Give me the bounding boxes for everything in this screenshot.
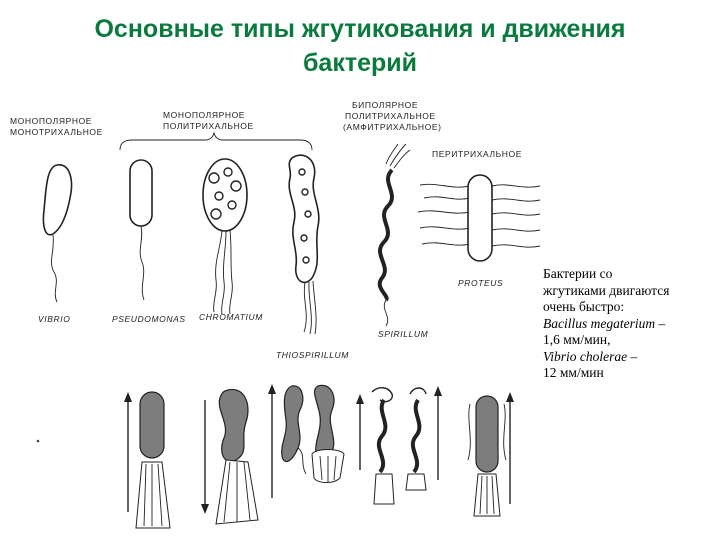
slide-title: Основные типы жгутикования и движения ба… (0, 12, 720, 80)
category-bracket (119, 131, 313, 151)
title-line-1: Основные типы жгутикования и движения (94, 15, 626, 43)
vibrio-cell (42, 164, 73, 303)
label-spirillum: SPIRILLUM (378, 329, 429, 339)
note-line-2: жгутиками двигаются (543, 282, 670, 298)
chromatium-cell (202, 158, 248, 315)
label-bipolar-1: БИПОЛЯРНОЕ (352, 100, 418, 110)
note-line-3: очень быстро: (543, 299, 625, 314)
label-vibrio: VIBRIO (38, 314, 70, 324)
label-pseudomonas: PSEUDOMONAS (112, 314, 186, 324)
spirillum-motion (356, 387, 395, 505)
note-line-7: 12 мм/мин (543, 365, 604, 380)
thiospirillum-cell (288, 154, 320, 335)
chromatium-motion (268, 384, 307, 498)
proteus-cell (417, 174, 541, 262)
label-monopolar-mono-1: МОНОПОЛЯРНОЕ (10, 116, 92, 126)
label-monopolar-poly-2: ПОЛИТРИХАЛЬНОЕ (163, 121, 254, 131)
label-chromatium: CHROMATIUM (199, 312, 263, 322)
spirillum-cell (377, 143, 411, 327)
note-line-6: Vibrio cholerae – (543, 348, 638, 364)
title-line-2: бактерий (302, 49, 417, 77)
spirillum-motion-2 (405, 386, 442, 491)
label-monopolar-mono-2: МОНОТРИХАЛЬНОЕ (10, 127, 103, 137)
vibrio-motion (124, 391, 171, 529)
stray-dot (36, 439, 40, 443)
pseudomonas-motion (201, 388, 259, 525)
pseudomonas-cell (129, 159, 153, 301)
note-line-4: Bacillus megaterium – (543, 315, 666, 331)
proteus-motion (467, 392, 514, 517)
note-line-5: 1,6 мм/мин, (543, 332, 611, 347)
label-thiospirillum: THIOSPIRILLUM (276, 350, 349, 360)
label-bipolar-2: ПОЛИТРИХАЛЬНОЕ (345, 111, 436, 121)
label-bipolar-3: (АМФИТРИХАЛЬНОЕ) (343, 122, 442, 132)
label-monopolar-poly-1: МОНОПОЛЯРНОЕ (163, 110, 245, 120)
speed-note: Бактерии со жгутиками двигаются очень бы… (543, 266, 713, 382)
note-line-1: Бактерии со (543, 266, 613, 281)
label-proteus: PROTEUS (458, 278, 503, 288)
label-peritrichous: ПЕРИТРИХАЛЬНОЕ (432, 149, 522, 159)
thiospirillum-motion (311, 384, 345, 483)
